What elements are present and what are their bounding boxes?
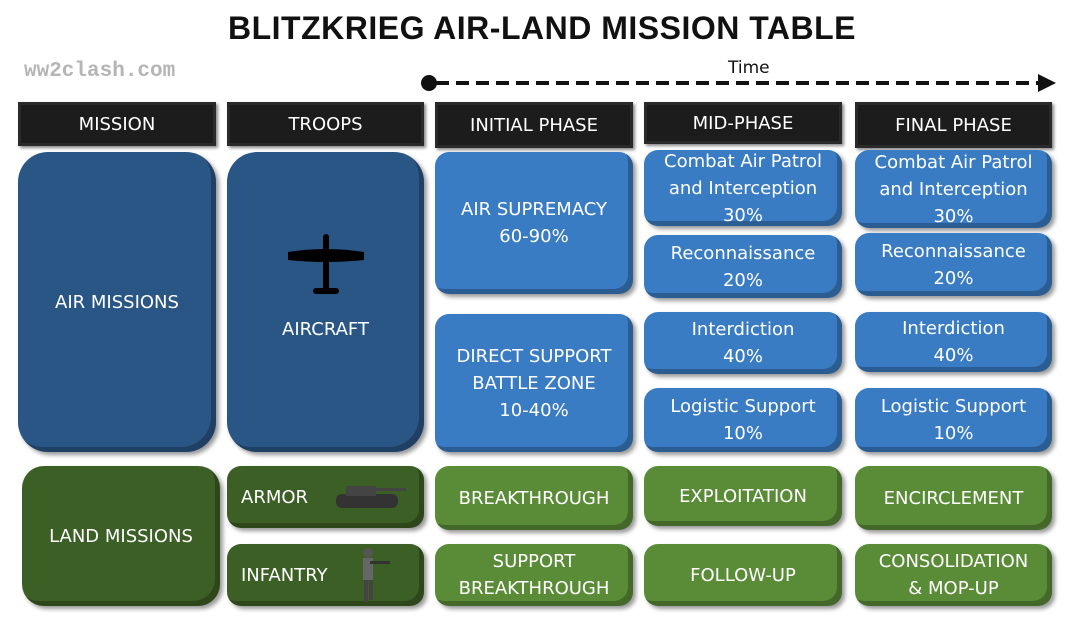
header-initial-phase: INITIAL PHASE xyxy=(435,102,633,148)
land-missions-cell: LAND MISSIONS xyxy=(22,466,220,606)
watermark: ww2clash.com xyxy=(24,60,176,83)
label: AIR SUPREMACY xyxy=(461,199,607,220)
percent: 20% xyxy=(933,267,974,289)
label: BATTLE ZONE xyxy=(472,372,596,394)
mid-land-1: EXPLOITATION xyxy=(644,466,842,526)
mid-air-3: Interdiction 40% xyxy=(644,312,842,374)
soldier-icon xyxy=(362,548,390,602)
label: & MOP-UP xyxy=(908,578,999,599)
label: Interdiction xyxy=(691,319,795,340)
percent: 30% xyxy=(722,204,763,226)
label: Interdiction xyxy=(902,318,1005,339)
time-arrow-icon xyxy=(421,74,1056,92)
label: FOLLOW-UP xyxy=(690,564,796,586)
aircraft-icon xyxy=(287,233,364,294)
mid-air-1: Combat Air Patrol and Interception 30% xyxy=(644,150,842,226)
percent: 30% xyxy=(933,205,974,227)
aircraft-cell: AIRCRAFT xyxy=(227,152,424,452)
percent: 40% xyxy=(933,345,974,366)
mid-air-4: Logistic Support 10% xyxy=(644,388,842,452)
label: SUPPORT xyxy=(492,551,576,572)
infantry-label: INFANTRY xyxy=(241,564,328,586)
tank-icon xyxy=(336,486,407,508)
percent: 40% xyxy=(722,346,763,367)
label: Combat Air Patrol xyxy=(664,150,822,172)
armor-label: ARMOR xyxy=(241,486,309,508)
label: Combat Air Patrol xyxy=(874,151,1033,173)
percent: 20% xyxy=(722,269,763,291)
final-air-4: Logistic Support 10% xyxy=(855,388,1052,452)
infantry-cell: INFANTRY xyxy=(227,544,424,606)
initial-land-2: SUPPORT BREAKTHROUGH xyxy=(435,544,633,606)
percent: 10% xyxy=(933,423,974,444)
header-mid-phase: MID-PHASE xyxy=(644,102,842,144)
final-air-3: Interdiction 40% xyxy=(855,312,1052,372)
percent: 60-90% xyxy=(499,226,569,247)
percent: 10-40% xyxy=(499,399,569,421)
final-land-2: CONSOLIDATION & MOP-UP xyxy=(855,544,1052,606)
air-missions-cell: AIR MISSIONS xyxy=(18,152,216,452)
aircraft-label: AIRCRAFT xyxy=(282,318,369,340)
header-mission: MISSION xyxy=(18,102,216,146)
label: DIRECT SUPPORT xyxy=(456,345,612,367)
final-land-1: ENCIRCLEMENT xyxy=(855,466,1052,530)
label: BREAKTHROUGH xyxy=(458,578,610,599)
label: CONSOLIDATION xyxy=(878,551,1029,572)
label: Reconnaissance xyxy=(881,240,1026,262)
final-air-1: Combat Air Patrol and Interception 30% xyxy=(855,150,1052,228)
label: Reconnaissance xyxy=(670,242,816,264)
label: and Interception xyxy=(668,177,818,199)
initial-land-1: BREAKTHROUGH xyxy=(435,466,633,530)
initial-air-2: DIRECT SUPPORT BATTLE ZONE 10-40% xyxy=(435,314,633,452)
header-final-phase: FINAL PHASE xyxy=(855,102,1052,148)
percent: 10% xyxy=(722,423,763,444)
armor-cell: ARMOR xyxy=(227,466,424,528)
final-air-2: Reconnaissance 20% xyxy=(855,233,1052,296)
mid-air-2: Reconnaissance 20% xyxy=(644,235,842,298)
initial-air-1: AIR SUPREMACY 60-90% xyxy=(435,152,633,294)
time-label: Time xyxy=(728,58,770,78)
mid-land-2: FOLLOW-UP xyxy=(644,544,842,606)
label: Logistic Support xyxy=(670,396,816,417)
header-troops: TROOPS xyxy=(227,102,424,146)
label: and Interception xyxy=(879,178,1028,200)
page-title: BLITZKRIEG AIR-LAND MISSION TABLE xyxy=(227,10,856,46)
label: Logistic Support xyxy=(880,396,1027,417)
